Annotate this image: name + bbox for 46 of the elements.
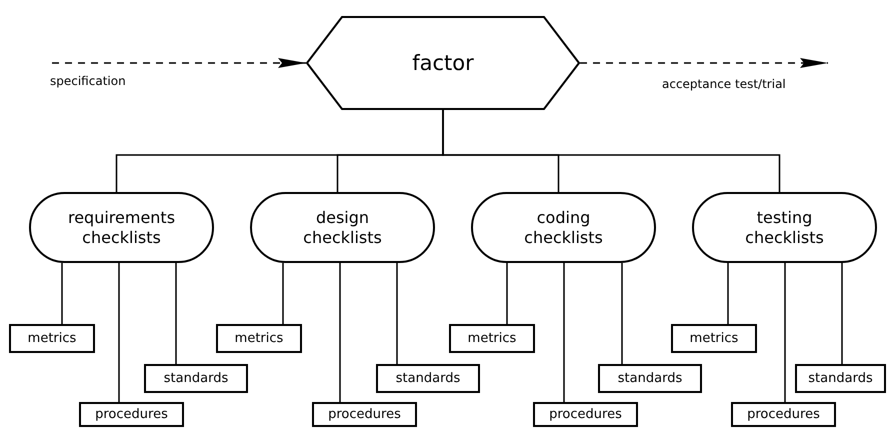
process-box — [79, 402, 184, 427]
process-box — [9, 324, 95, 353]
process-box — [795, 364, 886, 393]
process-box — [312, 402, 417, 427]
node-label: metrics — [234, 331, 284, 346]
node-label: procedures — [747, 407, 820, 422]
dashed-arrow — [580, 58, 828, 68]
node-label: standards — [618, 371, 682, 386]
process-box — [731, 402, 836, 427]
node-label: standards — [808, 371, 873, 386]
node-label: factor — [412, 51, 474, 75]
connector-line — [339, 263, 341, 402]
node-label: testing checklists — [744, 208, 825, 248]
node-label: metrics — [468, 331, 516, 346]
node-label: metrics — [28, 331, 76, 346]
node-label: procedures — [95, 407, 168, 422]
process-box — [671, 324, 757, 353]
connector-line — [621, 263, 623, 364]
connector-line — [841, 263, 843, 364]
process-box — [144, 364, 248, 393]
dashed-arrow — [52, 58, 306, 68]
process-box — [533, 402, 638, 427]
process-box — [598, 364, 702, 393]
process-box — [449, 324, 535, 353]
connector-line — [506, 263, 508, 324]
connector-line — [61, 263, 63, 324]
node-label: requirements checklists — [66, 208, 176, 248]
node-label: procedures — [549, 407, 622, 422]
node-label: standards — [396, 371, 460, 386]
connector-line — [118, 263, 120, 402]
node-label: procedures — [328, 407, 401, 422]
connector-line — [784, 263, 786, 402]
connector-line — [563, 263, 565, 402]
process-box — [376, 364, 480, 393]
edge-label: specification — [48, 74, 128, 88]
node-label: design checklists — [302, 208, 383, 248]
connector-line — [442, 110, 780, 192]
connector-line — [727, 263, 729, 324]
node-label: coding checklists — [523, 208, 604, 248]
node-label: metrics — [690, 331, 738, 346]
connector-line — [282, 263, 284, 324]
connector-line — [396, 263, 398, 364]
connector-line — [175, 263, 177, 364]
node-label: standards — [164, 371, 228, 386]
process-box — [216, 324, 302, 353]
edge-label: acceptance test/trial — [660, 77, 788, 91]
